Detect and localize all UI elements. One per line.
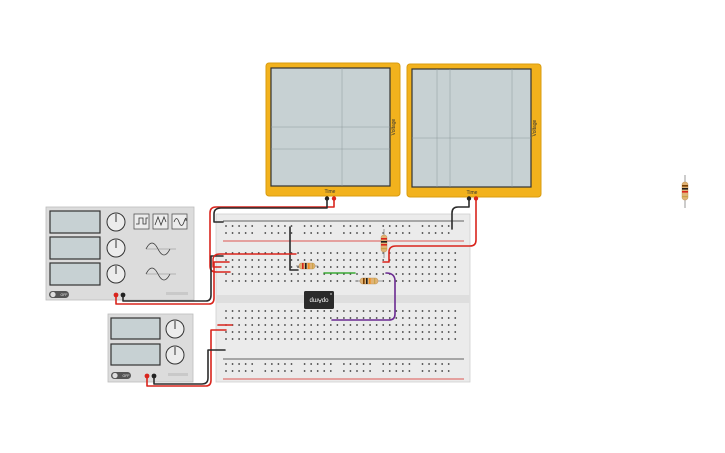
oscilloscope-right-screen: [411, 68, 532, 188]
power-supply-negative-terminal[interactable]: [151, 373, 157, 379]
wire-internal-black: [289, 226, 299, 271]
power-supply-positive-terminal[interactable]: [144, 373, 150, 379]
power-supply-power-label: OFF: [123, 374, 130, 378]
power-supply[interactable]: OFF: [107, 313, 194, 383]
wire-scope-right-black: [451, 198, 470, 230]
waveform-triangle-button[interactable]: [152, 213, 169, 230]
resistor-r3[interactable]: [380, 229, 388, 258]
wire-internal-purple: [331, 272, 396, 321]
oscilloscope-right-grid: [412, 69, 531, 187]
oscilloscope-left-voltage-label: Voltage: [391, 118, 397, 135]
breadboard-center-channel: [216, 295, 470, 303]
function-generator-power-label: OFF: [61, 293, 68, 297]
function-generator-knobs[interactable]: [106, 212, 126, 284]
oscilloscope-right-voltage-label: Voltage: [532, 119, 538, 136]
opamp-chip[interactable]: opAmp: [304, 291, 334, 309]
oscilloscope-left-time-label: Time: [325, 189, 336, 195]
breadboard-holes[interactable]: [225, 225, 457, 372]
resistor-loose[interactable]: [681, 175, 689, 208]
function-generator-displays: [49, 210, 101, 286]
function-generator-power-switch[interactable]: OFF: [49, 291, 69, 298]
wire-fg-negative: [122, 255, 224, 302]
wire-ps-positive: [146, 329, 227, 387]
resistor-r1[interactable]: [296, 262, 318, 270]
power-supply-brand-plate: [168, 373, 188, 376]
wire-scope-left-black: [213, 198, 328, 223]
wire-scope-right-red: [382, 198, 477, 263]
oscilloscope-right-time-label: Time: [467, 190, 478, 196]
wire-internal-red: [212, 253, 297, 268]
oscilloscope-left[interactable]: Time Voltage: [265, 62, 401, 201]
function-generator-negative-terminal[interactable]: [120, 292, 126, 298]
function-generator-brand-plate: [166, 292, 188, 295]
oscilloscope-right[interactable]: Time Voltage: [406, 63, 542, 201]
resistor-r2[interactable]: [355, 277, 383, 285]
wire-ps-negative: [153, 349, 226, 385]
opamp-chip-label: opAmp: [309, 297, 329, 303]
wire-fg-positive: [115, 261, 230, 305]
waveform-square-button[interactable]: [133, 213, 150, 230]
oscilloscope-left-grid: [271, 68, 390, 186]
waveform-sine-button[interactable]: [171, 213, 188, 230]
power-supply-displays: [110, 317, 161, 366]
power-supply-knobs[interactable]: [165, 319, 185, 365]
power-supply-power-switch[interactable]: OFF: [111, 372, 131, 379]
wires[interactable]: [115, 198, 477, 387]
breadboard[interactable]: [215, 213, 471, 383]
function-generator-positive-terminal[interactable]: [113, 292, 119, 298]
function-generator[interactable]: OFF: [45, 206, 195, 301]
